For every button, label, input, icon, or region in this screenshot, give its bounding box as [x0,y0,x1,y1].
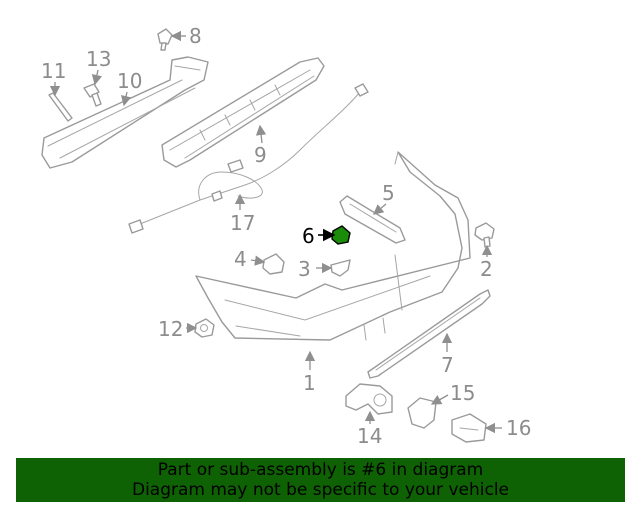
part-9-absorber [161,57,325,168]
part-2-bolt [474,222,495,248]
callout-13: 13 [86,47,111,71]
part-1-bumper-cover [195,151,471,341]
callout-17: 17 [230,211,255,235]
part-16-holder [451,413,487,443]
part-4-bracket [262,253,285,275]
callout-2: 2 [480,257,493,281]
part-12-nut [194,318,215,338]
callout-16: 16 [506,416,531,440]
callout-6: 6 [302,224,315,248]
callout-8: 8 [189,24,202,48]
part-6-highlighted [331,225,351,245]
callout-12: 12 [158,317,183,341]
callout-10: 10 [117,69,142,93]
parts-diagram: 1 2 3 4 5 6 7 8 9 10 11 12 13 14 15 16 1… [41,24,531,448]
callout-15: 15 [450,381,475,405]
banner-line-1: Part or sub-assembly is #6 in diagram [157,460,484,480]
callout-4: 4 [234,247,247,271]
banner-line-2: Diagram may not be specific to your vehi… [131,480,509,500]
callout-5: 5 [382,181,395,205]
part-7-strip [367,289,491,379]
part-15-holder [407,397,437,429]
part-13-bolt [83,83,102,107]
callout-3: 3 [298,257,311,281]
part-3-bracket [330,259,351,277]
part-10-bracket [41,56,209,169]
callout-9: 9 [254,143,267,167]
info-banner: Part or sub-assembly is #6 in diagram Di… [16,458,625,502]
callout-7: 7 [441,353,454,377]
callout-11: 11 [41,59,66,83]
part-17-harness [128,83,369,234]
callout-1: 1 [303,371,316,395]
part-8-clip [157,28,173,51]
leader-lines [49,30,502,434]
part-11-pin [48,92,73,122]
part-14-sensor [345,383,393,415]
part-5-bracket [339,195,406,244]
callout-14: 14 [357,424,382,448]
